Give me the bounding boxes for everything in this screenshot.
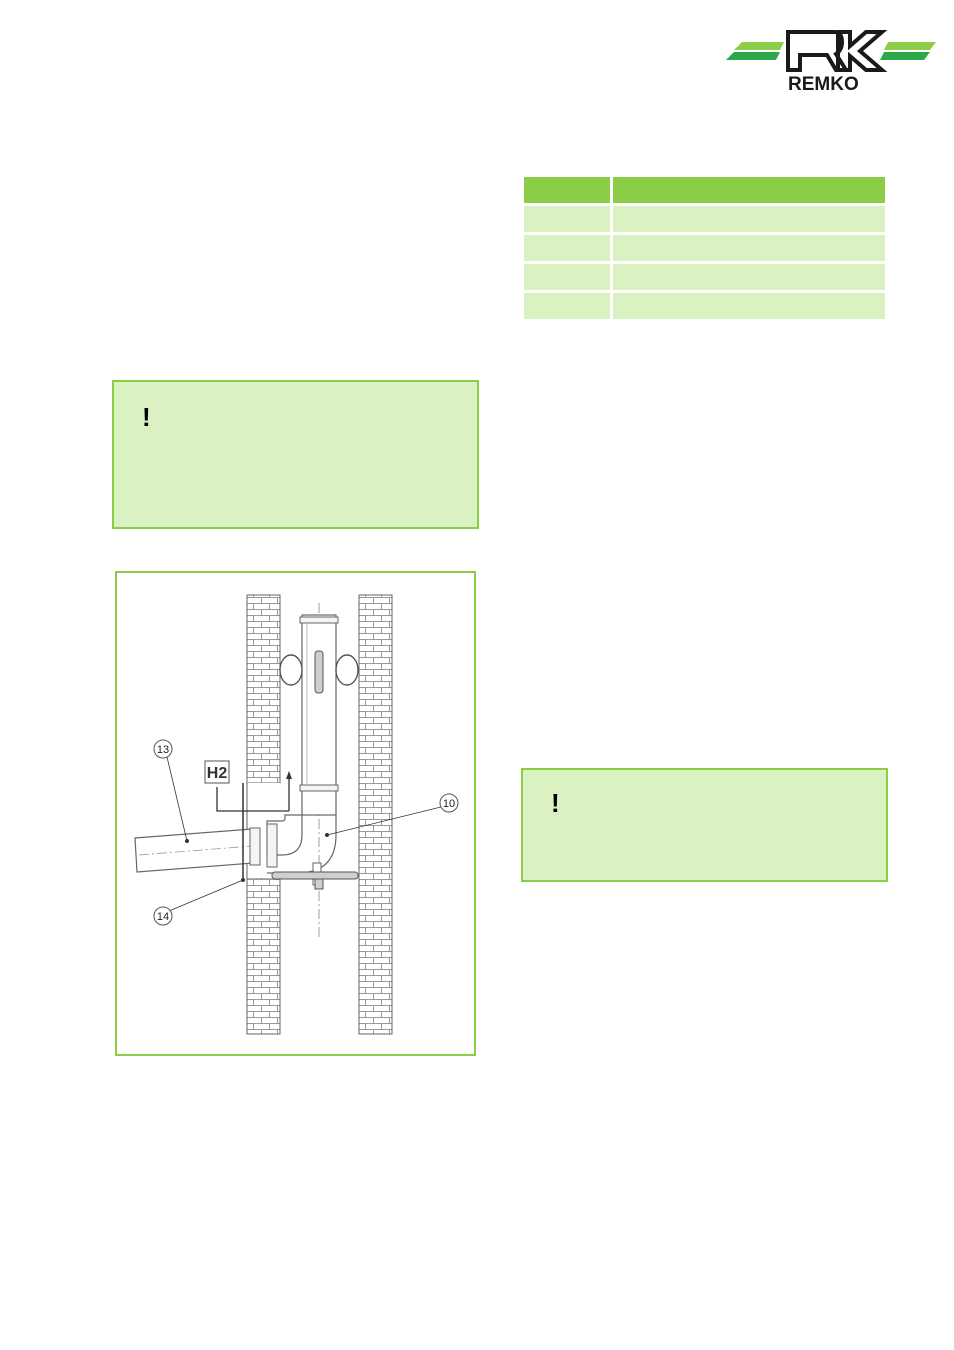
table-cell	[524, 293, 613, 319]
svg-text:®: ®	[875, 30, 881, 38]
note-box-2: !	[521, 768, 888, 882]
vertical-flue-pipe	[299, 614, 339, 816]
table-header-cell	[613, 177, 885, 203]
left-wall	[246, 594, 281, 1035]
note-box-1: !	[112, 380, 479, 529]
callout-10: 10	[325, 793, 459, 837]
h2-dimension: H2	[204, 760, 292, 812]
horizontal-flue-pipe	[134, 823, 278, 873]
table-cell	[524, 264, 613, 290]
table-row	[524, 264, 885, 290]
table-row	[524, 293, 885, 319]
logo-wordmark: REMKO	[788, 74, 859, 95]
table-cell	[524, 235, 613, 261]
table-cell	[613, 206, 885, 232]
h2-label: H2	[207, 765, 228, 782]
specification-table	[524, 174, 885, 322]
table-cell	[613, 293, 885, 319]
table-header-cell	[524, 177, 613, 203]
exclamation-icon: !	[142, 402, 151, 432]
spacer-clips	[279, 650, 359, 694]
svg-text:13: 13	[157, 744, 169, 756]
table-row	[524, 206, 885, 232]
wall-bracket	[271, 871, 359, 890]
table-cell	[613, 264, 885, 290]
remko-logo: ® REMKO	[724, 26, 938, 96]
table-cell	[613, 235, 885, 261]
right-wall	[358, 594, 393, 1035]
svg-text:14: 14	[157, 911, 169, 923]
table-cell	[524, 206, 613, 232]
callout-13: 13	[153, 739, 189, 843]
table-row	[524, 235, 885, 261]
svg-text:10: 10	[443, 798, 455, 810]
exclamation-icon: !	[551, 788, 560, 818]
installation-figure: H2 13 14 10	[115, 571, 476, 1056]
callout-14: 14	[153, 878, 245, 926]
table-header-row	[524, 177, 885, 203]
